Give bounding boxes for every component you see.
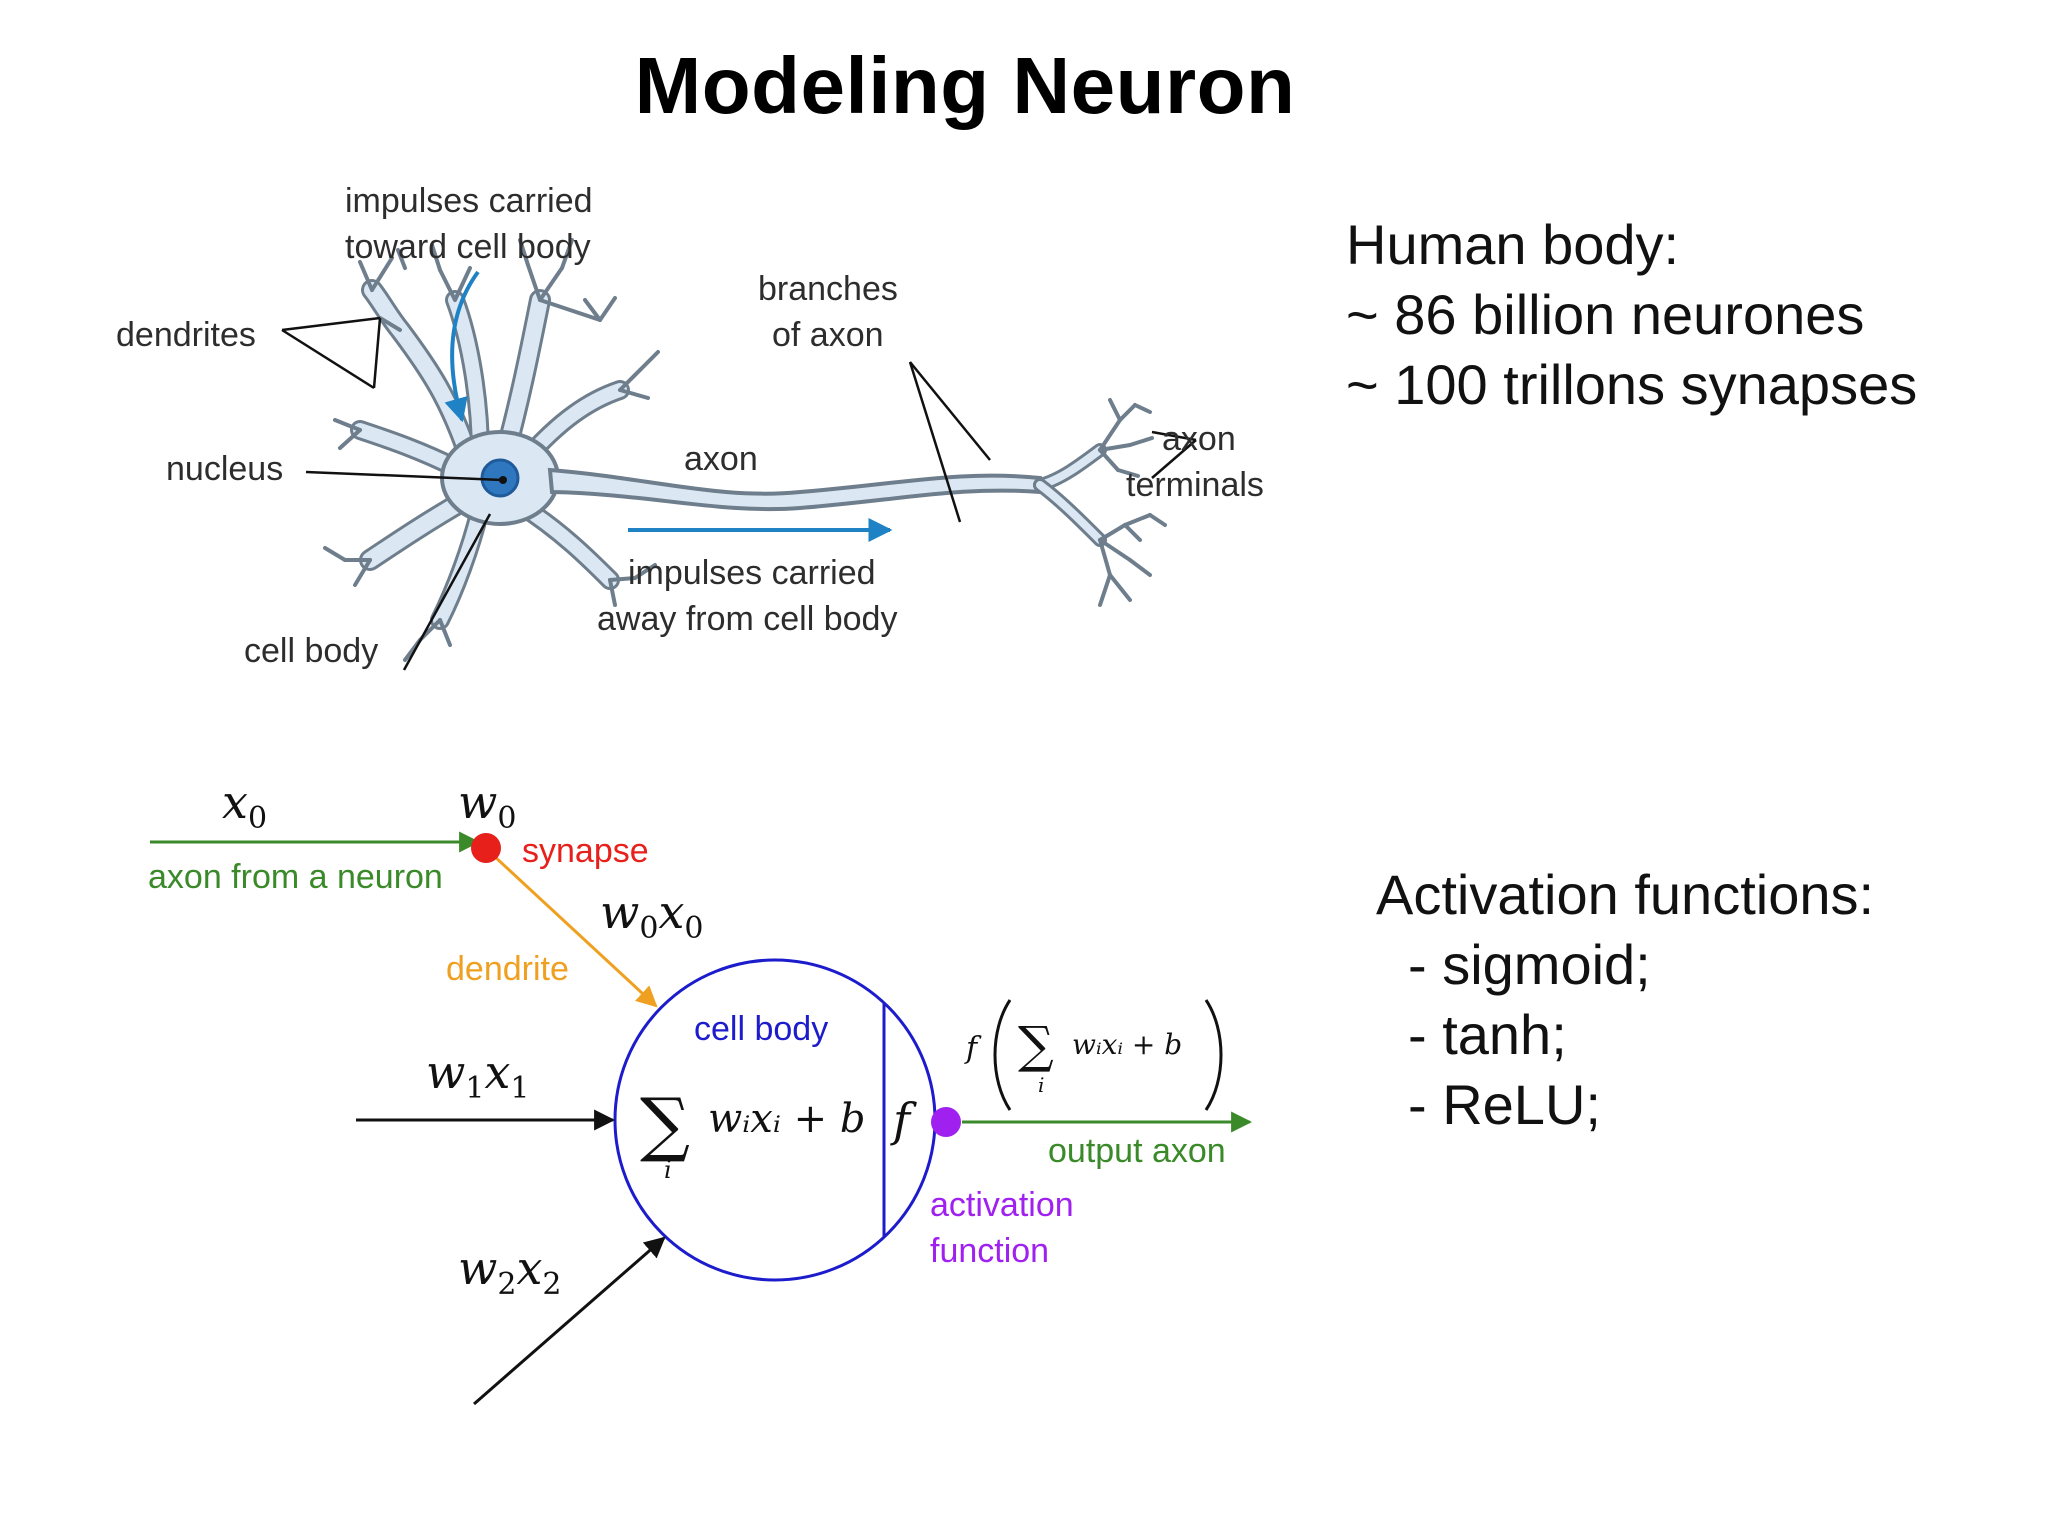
- label-w1x1: w1x1: [426, 1045, 530, 1106]
- label-impulses-away-2: away from cell body: [597, 600, 897, 638]
- label-impulses-away-1: impulses carried: [628, 554, 876, 592]
- dendrite-arrow: [492, 854, 658, 1008]
- impulse-toward-arrow: [444, 270, 480, 423]
- synapse-dot: [471, 833, 501, 863]
- label-branches-2: of axon: [772, 316, 884, 354]
- activation-item-sigmoid: - sigmoid;: [1408, 933, 1651, 996]
- slide-title: Modeling Neuron: [634, 41, 1296, 130]
- label-impulses-toward-1: impulses carried: [345, 182, 593, 220]
- label-impulses-toward-2: toward cell body: [345, 228, 591, 266]
- label-axon: axon: [684, 440, 758, 478]
- label-w2x2: w2x2: [458, 1241, 562, 1302]
- activation-heading: Activation functions:: [1376, 863, 1875, 926]
- label-cell-body-math: cell body: [694, 1010, 828, 1048]
- label-w0x0: w0x0: [600, 885, 704, 946]
- label-w0: w0: [458, 775, 516, 836]
- biological-neuron: impulses carried toward cell body branch…: [116, 182, 1264, 671]
- label-dendrite: dendrite: [446, 950, 569, 988]
- sum-symbol: ∑: [640, 1083, 690, 1165]
- output-sum-index: i: [1038, 1073, 1044, 1097]
- label-axon-terminals-1: axon: [1162, 420, 1236, 458]
- sum-expression: wᵢxᵢ + b: [708, 1096, 865, 1142]
- output-formula: f ∑ i wᵢxᵢ + b: [964, 999, 1223, 1111]
- label-activation-1: activation: [930, 1186, 1074, 1224]
- output-sum-expression: wᵢxᵢ + b: [1072, 1028, 1182, 1061]
- input-w2x2-arrow: [473, 1236, 666, 1406]
- label-activation-2: function: [930, 1232, 1049, 1270]
- label-nucleus: nucleus: [166, 450, 283, 488]
- output-f: f: [964, 1031, 982, 1066]
- label-axon-terminals-2: terminals: [1126, 466, 1264, 504]
- facts-line-neurons: ~ 86 billion neurones: [1346, 283, 1865, 346]
- sum-index: i: [664, 1156, 672, 1184]
- mathematical-neuron: x0 w0 synapse axon from a neuron w0x0 de…: [148, 775, 1253, 1406]
- label-dendrites: dendrites: [116, 316, 256, 354]
- human-body-facts: Human body: ~ 86 billion neurones ~ 100 …: [1346, 210, 1917, 420]
- activation-dot: [931, 1107, 961, 1137]
- activation-item-relu: - ReLU;: [1408, 1073, 1601, 1136]
- activation-functions: Activation functions: - sigmoid; - tanh;…: [1376, 860, 1874, 1140]
- label-synapse: synapse: [522, 832, 649, 870]
- activation-item-tanh: - tanh;: [1408, 1003, 1567, 1066]
- label-x0: x0: [222, 775, 267, 836]
- output-sum-symbol: ∑: [1018, 1016, 1054, 1074]
- axon-shape: [547, 467, 1042, 512]
- label-axon-from-neuron: axon from a neuron: [148, 858, 443, 896]
- label-cell-body: cell body: [244, 632, 378, 670]
- label-branches-1: branches: [758, 270, 898, 308]
- facts-heading: Human body:: [1346, 213, 1680, 276]
- facts-line-synapses: ~ 100 trillons synapses: [1346, 353, 1918, 416]
- label-output-axon: output axon: [1048, 1132, 1226, 1170]
